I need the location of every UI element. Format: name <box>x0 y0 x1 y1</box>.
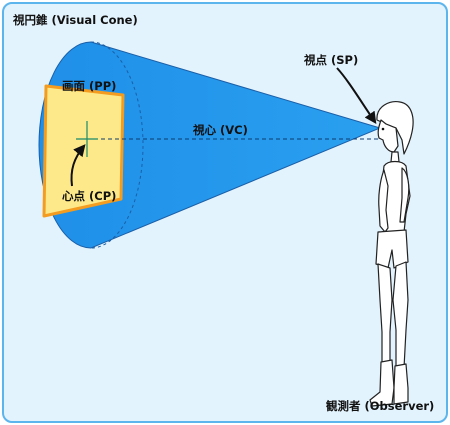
visual-center-label: 視心 (VC) <box>192 123 248 137</box>
observer-label: 観測者 (Observer) <box>326 399 434 413</box>
picture-plane-label: 画面 (PP) <box>62 79 116 93</box>
station-point-arrow <box>336 67 377 124</box>
station-point-label: 視点 (SP) <box>303 53 358 67</box>
visual-cone-label: 視円錐 (Visual Cone) <box>12 13 138 27</box>
observer-figure <box>369 101 414 407</box>
center-point-label: 心点 (CP) <box>62 189 116 203</box>
center-point-arrow <box>70 144 86 187</box>
visual-cone <box>38 41 382 249</box>
cone-base-hidden-edge <box>90 41 144 249</box>
observer-eye <box>381 127 385 131</box>
